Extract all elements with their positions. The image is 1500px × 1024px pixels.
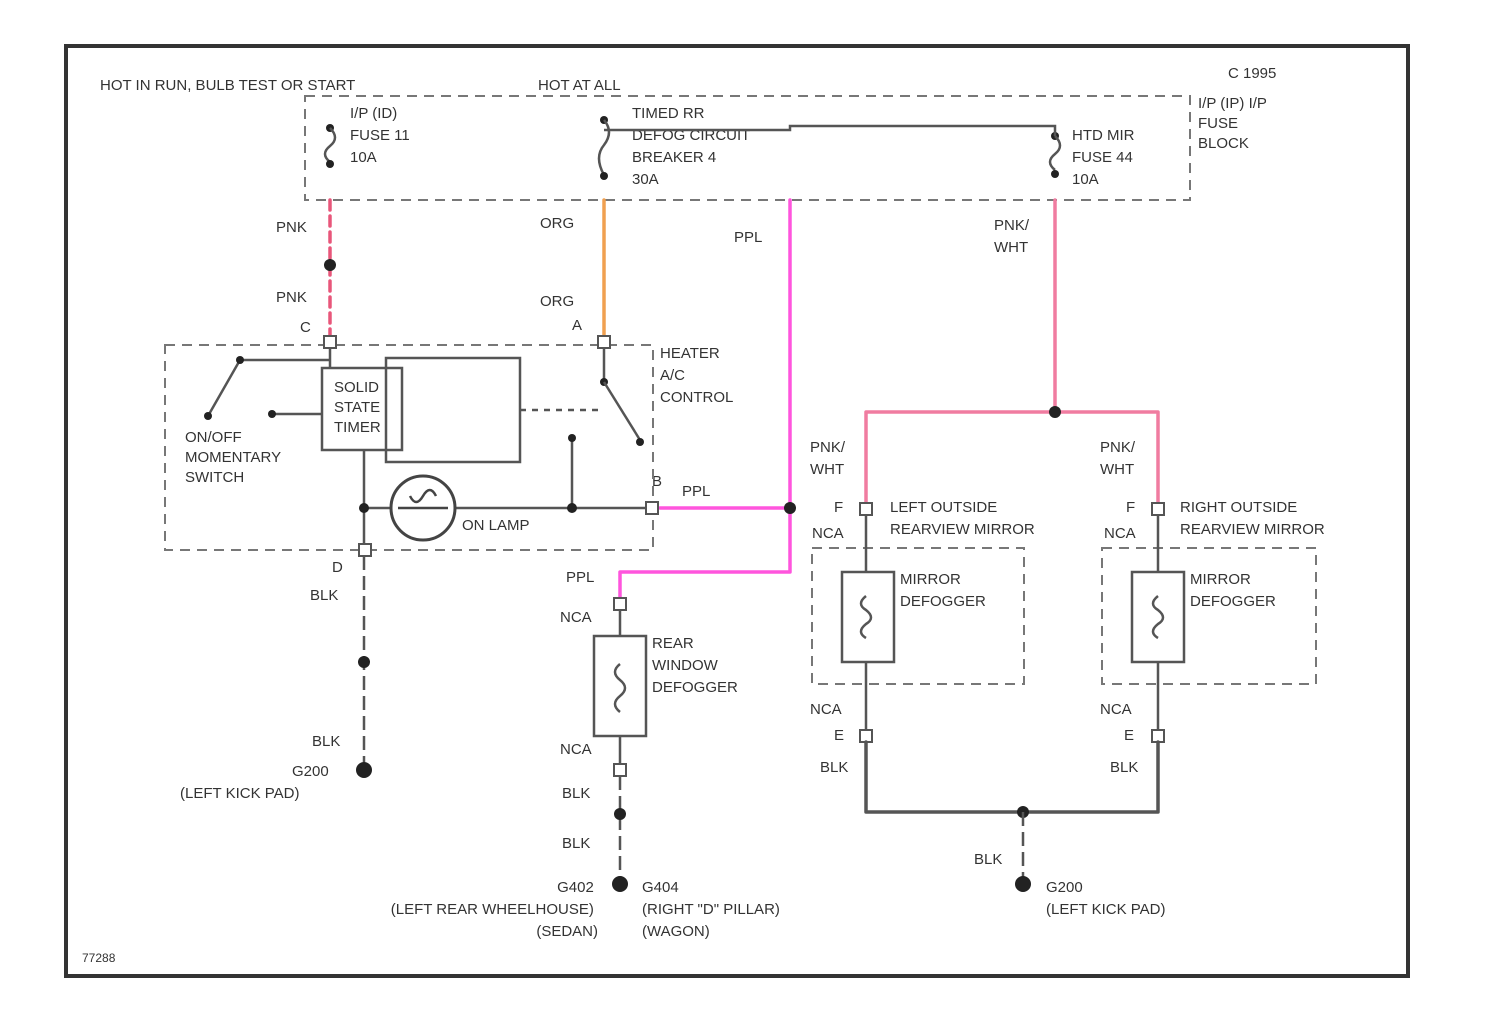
figure-id: C 1995 — [1228, 65, 1276, 82]
connector-left-mirror-e — [860, 730, 872, 742]
nca-rear-bottom: NCA — [560, 741, 592, 758]
wire-pnk-wht-branch — [866, 412, 1158, 505]
connector-c — [324, 336, 336, 348]
wire-label-ppl-2: PPL — [682, 483, 710, 500]
ground-rear-sedan-label: G402 (LEFT REAR WHEELHOUSE) (SEDAN) — [391, 879, 598, 940]
rear-defogger-label: REAR WINDOW DEFOGGER — [652, 635, 738, 696]
circuit-breaker-label: TIMED RR DEFOG CIRCUIT BREAKER 4 30A — [632, 105, 754, 188]
wire-label-pnk-1: PNK — [276, 219, 307, 236]
pin-a: A — [572, 317, 582, 334]
nca-rear-top: NCA — [560, 609, 592, 626]
pin-d: D — [332, 559, 343, 576]
connector-rear-bottom — [614, 764, 626, 776]
pin-e-right: E — [1124, 727, 1134, 744]
left-defogger-box — [842, 572, 894, 662]
pin-e-left: E — [834, 727, 844, 744]
right-defogger-label: MIRROR DEFOGGER — [1190, 571, 1276, 610]
wire-label-blk-rear-1: BLK — [562, 785, 590, 802]
ground-right-icon — [1015, 876, 1031, 892]
splice-pnk-wht — [1049, 406, 1061, 418]
wire-label-ppl-3: PPL — [566, 569, 594, 586]
ground-rear-icon — [612, 876, 628, 892]
ground-left-label: G200 (LEFT KICK PAD) — [180, 763, 333, 802]
wire-label-blk-1: BLK — [310, 587, 338, 604]
connector-left-mirror-f — [860, 503, 872, 515]
wire-label-ppl-1: PPL — [734, 229, 762, 246]
fuse-block-label: I/P (IP) I/P FUSE BLOCK — [1198, 95, 1271, 152]
on-lamp-label: ON LAMP — [462, 517, 530, 534]
timer-label: SOLID STATE TIMER — [334, 379, 384, 436]
fuse-right-label: HTD MIR FUSE 44 10A — [1072, 127, 1139, 188]
wire-label-pnk-2: PNK — [276, 289, 307, 306]
nca-left-bottom: NCA — [810, 701, 842, 718]
wire-label-blk-mirror-ground: BLK — [974, 851, 1002, 868]
relay-contact — [520, 348, 644, 508]
left-mirror-label: LEFT OUTSIDE REARVIEW MIRROR — [890, 499, 1035, 538]
wire-label-pnk-wht-main: PNK/ WHT — [994, 217, 1033, 256]
splice-ppl — [784, 502, 796, 514]
fuse-right — [1050, 132, 1060, 178]
momentary-switch-label: ON/OFF MOMENTARY SWITCH — [185, 429, 285, 486]
wire-label-org-1: ORG — [540, 215, 574, 232]
fuse-left — [325, 124, 335, 168]
wire-label-pnk-wht-left: PNK/ WHT — [810, 439, 849, 478]
wire-blk-mirror-bus — [866, 742, 1158, 812]
left-defogger-label: MIRROR DEFOGGER — [900, 571, 986, 610]
momentary-switch — [204, 356, 330, 420]
ground-left-icon — [356, 762, 372, 778]
wire-label-blk-rear-2: BLK — [562, 835, 590, 852]
wire-label-pnk-wht-right: PNK/ WHT — [1100, 439, 1139, 478]
connector-right-mirror-e — [1152, 730, 1164, 742]
right-defogger-box — [1132, 572, 1184, 662]
fuse-left-label: I/P (ID) FUSE 11 10A — [350, 105, 414, 166]
hot-run-label: HOT IN RUN, BULB TEST OR START — [100, 77, 355, 94]
ground-right-label: G200 (LEFT KICK PAD) — [1046, 879, 1165, 918]
nca-right-bottom: NCA — [1100, 701, 1132, 718]
connector-d — [359, 544, 371, 556]
fuse-block-outline — [305, 96, 1190, 200]
heater-control-label: HEATER A/C CONTROL — [660, 345, 733, 406]
pin-f-right: F — [1126, 499, 1135, 516]
wire-label-blk-2: BLK — [312, 733, 340, 750]
connector-b — [646, 502, 658, 514]
connector-rear-top — [614, 598, 626, 610]
wire-label-blk-left-mirror: BLK — [820, 759, 848, 776]
footer-id: 77288 — [82, 951, 116, 965]
connector-right-mirror-f — [1152, 503, 1164, 515]
nca-right-top: NCA — [1104, 525, 1136, 542]
wire-label-blk-right-mirror: BLK — [1110, 759, 1138, 776]
nca-left-top: NCA — [812, 525, 844, 542]
circuit-breaker-mid — [599, 116, 609, 180]
pin-c: C — [300, 319, 311, 336]
ground-rear-wagon-label: G404 (RIGHT "D" PILLAR) (WAGON) — [642, 879, 784, 940]
splice-pnk — [324, 259, 336, 271]
connector-a — [598, 336, 610, 348]
timer-outer — [386, 358, 520, 462]
wire-label-org-2: ORG — [540, 293, 574, 310]
pin-f-left: F — [834, 499, 843, 516]
hot-all-label: HOT AT ALL — [538, 77, 621, 94]
on-lamp-icon — [391, 476, 455, 540]
rear-defogger-box — [594, 636, 646, 736]
right-mirror-label: RIGHT OUTSIDE REARVIEW MIRROR — [1180, 499, 1325, 538]
